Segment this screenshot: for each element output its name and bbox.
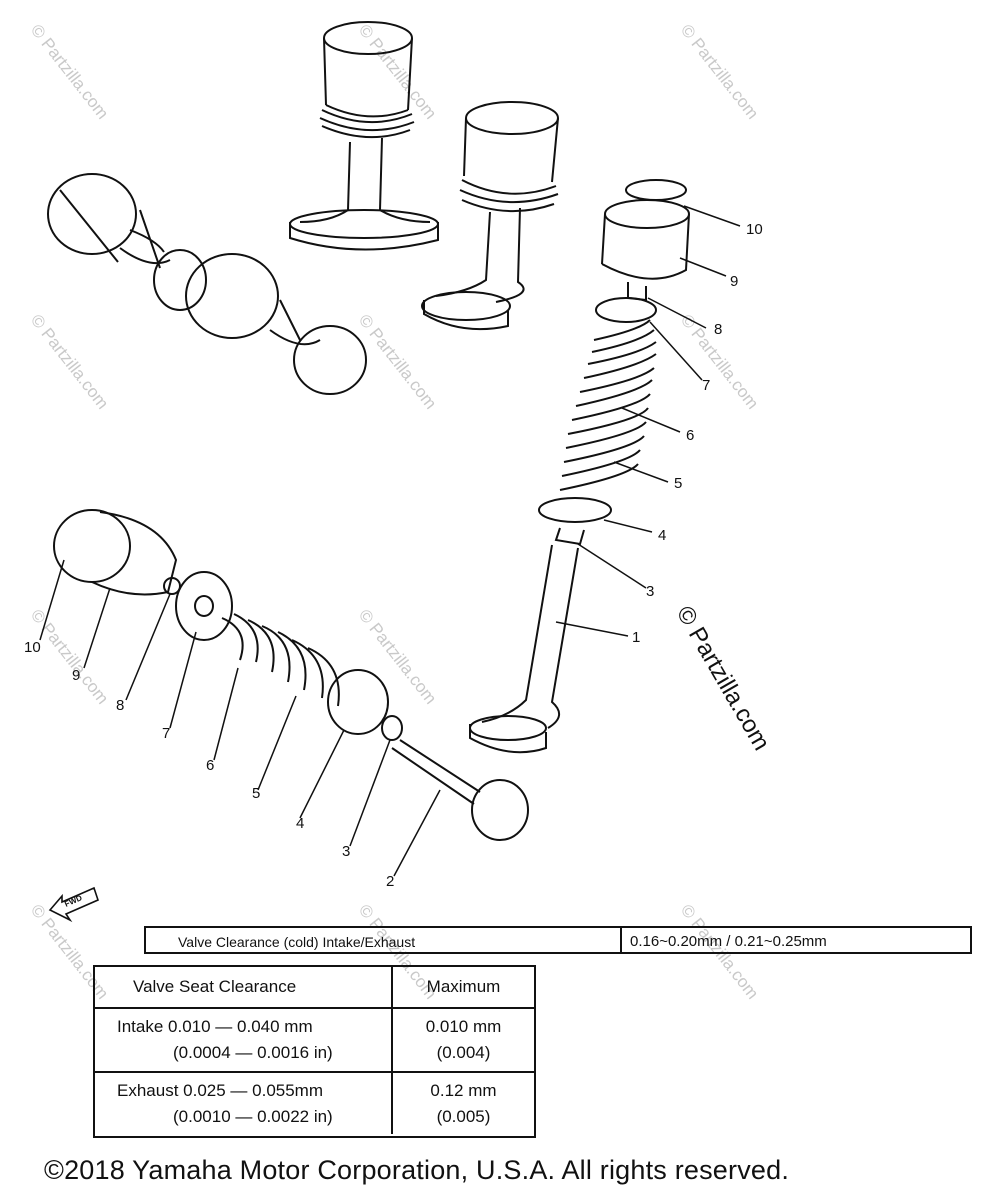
valve-clearance-table: Valve Clearance (cold) Intake/Exhaust 0.… [144, 926, 972, 954]
watermark: © Partzilla.com [27, 21, 113, 123]
callout-8: 8 [116, 697, 124, 714]
valve-assembly-lower [53, 509, 529, 841]
watermark: © Partzilla.com [677, 21, 763, 123]
intake-max-mm: 0.010 mm [425, 1017, 502, 1036]
copyright-notice: ©2018 Yamaha Motor Corporation, U.S.A. A… [44, 1155, 790, 1185]
fwd-arrow-icon: FWD [48, 886, 99, 923]
callouts-exploded: 10 9 8 7 6 5 4 3 1 [632, 221, 763, 646]
intake-range-in: (0.0004 — 0.0016 in) [173, 1043, 333, 1062]
watermark: © Partzilla.com [355, 311, 441, 413]
exhaust-max-mm: 0.12 mm [430, 1081, 497, 1100]
seat-header-left: Valve Seat Clearance [95, 967, 393, 1007]
callout-1: 1 [632, 629, 640, 646]
callout-5: 5 [674, 475, 682, 492]
callout-3: 3 [342, 843, 350, 860]
leader-lines [39, 205, 741, 877]
exhaust-range-mm: Exhaust 0.025 — 0.055mm [117, 1081, 324, 1100]
watermark-large: © Partzilla.com [671, 602, 775, 756]
watermark: © Partzilla.com [355, 21, 441, 123]
callout-4: 4 [296, 815, 304, 832]
watermarks: © Partzilla.com © Partzilla.com © Partzi… [27, 21, 775, 1003]
intake-max-in: (0.004) [436, 1043, 491, 1062]
watermark: © Partzilla.com [27, 311, 113, 413]
callout-6: 6 [206, 757, 214, 774]
callout-10: 10 [746, 221, 763, 238]
exhaust-range-in: (0.0010 — 0.0022 in) [173, 1107, 333, 1126]
callout-4: 4 [658, 527, 666, 544]
valve-clearance-value: 0.16~0.20mm / 0.21~0.25mm [630, 933, 827, 950]
seat-header-right: Maximum [426, 977, 501, 996]
callout-7: 7 [702, 377, 710, 394]
exhaust-max-in: (0.005) [436, 1107, 491, 1126]
callout-9: 9 [72, 667, 80, 684]
watermark: © Partzilla.com [355, 606, 441, 708]
callout-8: 8 [714, 321, 722, 338]
callout-10: 10 [24, 639, 41, 656]
callout-5: 5 [252, 785, 260, 802]
callout-2: 2 [386, 873, 394, 890]
intake-range-mm: Intake 0.010 — 0.040 mm [117, 1017, 313, 1036]
valve-assembly-upper-right [421, 101, 559, 331]
callout-3: 3 [646, 583, 654, 600]
valve-assembly-top [289, 21, 439, 251]
callouts-lower: 10 9 8 7 6 5 4 3 2 [24, 639, 394, 890]
callout-6: 6 [686, 427, 694, 444]
seat-row-exhaust: Exhaust 0.025 — 0.055mm (0.0010 — 0.0022… [95, 1073, 534, 1134]
fwd-label: FWD [63, 893, 84, 909]
callout-7: 7 [162, 725, 170, 742]
seat-row-intake: Intake 0.010 — 0.040 mm (0.0004 — 0.0016… [95, 1009, 534, 1073]
valve-assembly-exploded [469, 179, 690, 754]
callout-9: 9 [730, 273, 738, 290]
seat-table-header: Valve Seat Clearance Maximum [95, 967, 534, 1009]
valve-clearance-label: Valve Clearance (cold) Intake/Exhaust [146, 928, 622, 952]
valve-seat-clearance-table: Valve Seat Clearance Maximum Intake 0.01… [93, 965, 536, 1138]
valve-assembly-left-pair [47, 173, 367, 395]
